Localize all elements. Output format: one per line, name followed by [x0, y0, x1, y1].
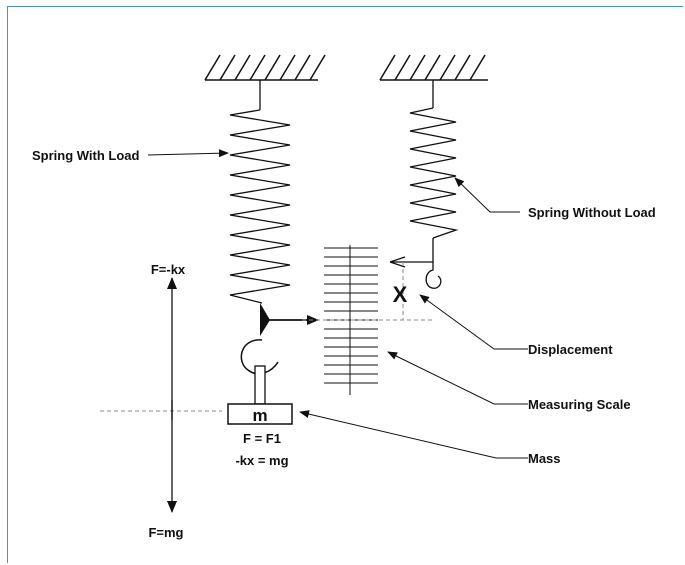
label-mass: Mass	[528, 451, 561, 466]
mass-symbol: m	[252, 406, 267, 425]
dashed-guides	[100, 262, 432, 412]
equation-2: -kx = mg	[235, 453, 288, 468]
unloaded-pointer	[389, 256, 433, 268]
spring-without-load	[409, 80, 459, 289]
label-measuring-scale: Measuring Scale	[528, 397, 631, 412]
diagram-frame	[7, 6, 683, 563]
label-displacement: Displacement	[528, 342, 613, 357]
force-down-label: F=mg	[148, 525, 183, 540]
left-ceiling	[204, 54, 326, 81]
spring-with-load	[229, 80, 291, 304]
label-spring-with-load: Spring With Load	[32, 148, 140, 163]
mass-block	[227, 403, 293, 425]
label-spring-without-load: Spring Without Load	[528, 205, 656, 220]
equation-1: F = F1	[243, 431, 281, 446]
displacement-symbol: X	[393, 282, 408, 307]
right-ceiling	[379, 54, 488, 81]
mass-assembly	[227, 365, 293, 425]
leader-lines	[147, 149, 528, 459]
loaded-spring-hook	[240, 303, 319, 375]
force-up-label: F=-kx	[151, 262, 186, 277]
